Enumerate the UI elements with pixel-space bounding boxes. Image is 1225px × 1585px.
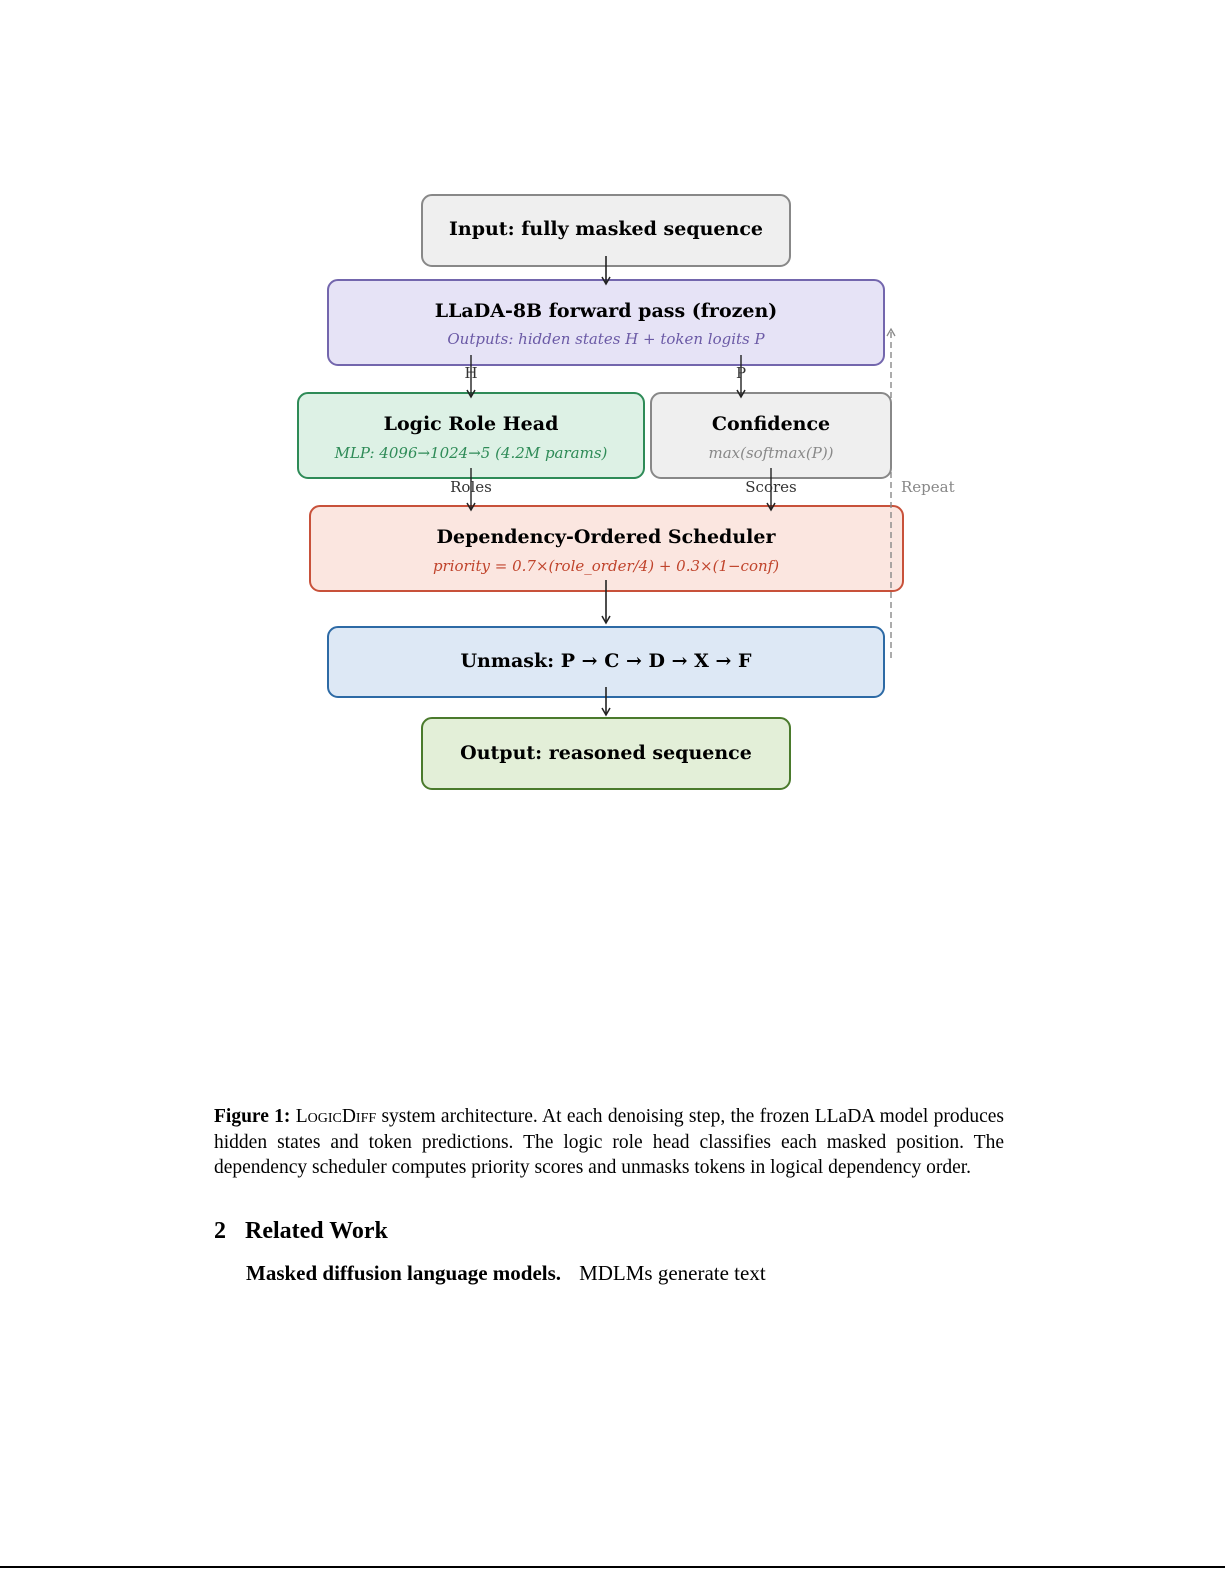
page-bottom-rule [0,1566,1225,1568]
figure-caption-label: Figure 1: [214,1106,291,1127]
role-head-title: Logic Role Head [384,413,559,435]
scheduler-subtitle: priority = 0.7×(role_order/4) + 0.3×(1−c… [433,557,779,575]
section-title: Related Work [245,1218,388,1244]
unmask-title: Unmask: P → C → D → X → F [460,650,752,672]
architecture-diagram: Input: fully masked sequence LLaDA-8B fo… [297,194,955,790]
role-head-subtitle: MLP: 4096→1024→5 (4.2M params) [334,444,608,462]
edge-label-repeat: Repeat [901,478,955,496]
role-head-box [297,392,645,479]
output-title: Output: reasoned sequence [460,742,752,764]
section-number: 2 [214,1218,226,1244]
related-work-paragraph: Masked diffusion language models. MDLMs g… [246,1261,766,1286]
edge-label-roles: Roles [450,478,492,496]
paragraph-text: MDLMs generate text [579,1261,766,1285]
output-node: Output: reasoned sequence [421,717,791,790]
confidence-node: Confidence max(softmax(P)) [650,392,892,479]
scheduler-title: Dependency-Ordered Scheduler [437,526,777,548]
llada-node: LLaDA-8B forward pass (frozen) Outputs: … [327,279,885,366]
system-name: LogicDiff [295,1106,377,1127]
confidence-title: Confidence [712,413,830,435]
paragraph-heading: Masked diffusion language models. [246,1261,562,1285]
input-title: Input: fully masked sequence [449,218,763,240]
input-node: Input: fully masked sequence [421,194,791,267]
llada-box [327,279,885,366]
edge-label-p: P [736,364,746,382]
llada-title: LLaDA-8B forward pass (frozen) [435,300,778,322]
scheduler-node: Dependency-Ordered Scheduler priority = … [309,505,904,592]
role-head-node: Logic Role Head MLP: 4096→1024→5 (4.2M p… [297,392,645,479]
confidence-box [650,392,892,479]
edge-label-h: H [464,364,477,382]
figure-caption-text: system architecture. At each denoising s… [214,1106,1004,1178]
output-box [421,717,791,790]
edge-label-scores: Scores [745,478,796,496]
scheduler-box [309,505,904,592]
unmask-node: Unmask: P → C → D → X → F [327,626,885,698]
figure-caption: Figure 1: LogicDiff system architecture.… [214,1104,1004,1181]
section-heading: 2 Related Work [214,1218,388,1245]
confidence-subtitle: max(softmax(P)) [708,444,833,462]
llada-subtitle: Outputs: hidden states H + token logits … [447,330,765,348]
